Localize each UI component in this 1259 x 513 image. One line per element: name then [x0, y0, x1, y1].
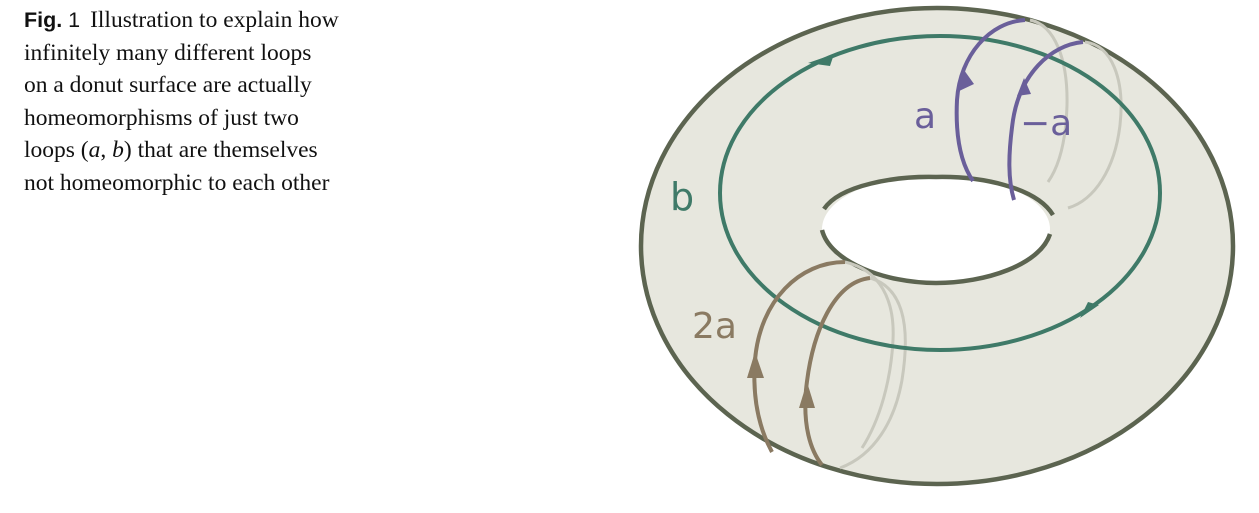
- torus-figure: a −a b 2a: [638, 5, 1236, 487]
- caption-line-2: infinitely many different loops: [24, 39, 312, 66]
- two-a-inner-back-curve: [844, 260, 895, 449]
- a-loop-curve: [954, 18, 1026, 183]
- two-a-outer-curve: [803, 276, 871, 467]
- a-loop: [954, 18, 1084, 201]
- b-loop: [718, 34, 1162, 352]
- two-a-inner-curve: [752, 260, 846, 453]
- label-b: b: [670, 175, 694, 219]
- neg-a-loop-curve: [1007, 40, 1084, 201]
- label-a: a: [914, 96, 936, 137]
- label-neg-a: −a: [1020, 103, 1072, 144]
- caption-line-3: on a donut surface are actually: [24, 72, 312, 98]
- two-a-inner-arrow: [747, 352, 764, 378]
- b-loop-arrow-top: [808, 54, 834, 66]
- b-loop-curve: [718, 34, 1162, 352]
- neg-a-loop-back-curve: [1067, 40, 1123, 210]
- caption-text-5: ) that are themselves: [123, 137, 318, 163]
- torus-hole-lower-rim: [819, 229, 1053, 286]
- caption-text-1: Illustration to explain how: [90, 7, 339, 33]
- b-loop-arrow-bottom: [1080, 302, 1099, 318]
- two-a-loop: [752, 260, 871, 467]
- caption-loops-prefix: loops (: [24, 137, 89, 163]
- caption-loop-sep: ,: [100, 137, 113, 163]
- caption-loop-b: b: [112, 137, 124, 163]
- figure-label: Fig.: [24, 8, 63, 32]
- caption-line-5: loops (a, b) that are themselves: [24, 134, 424, 167]
- caption-line-1: Fig. 1 Illustration to explain how: [24, 4, 424, 37]
- hidden-loop-curves: [839, 18, 1123, 470]
- torus-hole: [822, 175, 1050, 283]
- a-loop-back-curve: [1029, 18, 1069, 183]
- torus-body: [638, 5, 1236, 487]
- figure-caption: Fig. 1 Illustration to explain how infini…: [24, 4, 424, 199]
- caption-line-6: not homeomorphic to each other: [24, 169, 330, 196]
- figure-number: 1: [68, 8, 81, 32]
- two-a-outer-arrow: [799, 382, 815, 408]
- two-a-outer-back-curve: [839, 276, 907, 470]
- caption-loop-a: a: [88, 137, 101, 163]
- label-2a: 2a: [692, 306, 737, 347]
- torus-hole-upper-rim: [822, 174, 1055, 217]
- a-loop-arrow: [957, 70, 974, 92]
- neg-a-loop-arrow: [1017, 78, 1031, 96]
- caption-line-4: homeomorphisms of just two: [24, 104, 299, 131]
